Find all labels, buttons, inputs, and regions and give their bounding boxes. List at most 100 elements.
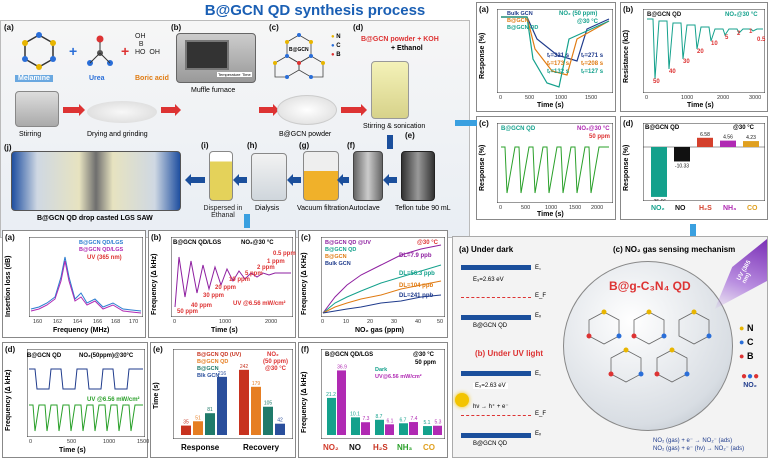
chart-bot-c-label: (c) <box>301 233 311 242</box>
band-ev-dark: Eᵥ <box>535 313 541 319</box>
band-ec-uv: E꜀ <box>535 371 542 377</box>
chart-bot-a-xtick-1: 162 <box>53 319 63 325</box>
vacuum-label: Vacuum filtration <box>297 205 349 212</box>
chart-bot-a-xtick-5: 170 <box>129 319 139 325</box>
legend-b: B <box>336 52 341 58</box>
chart-a-ylabel: Response (%) <box>479 32 486 79</box>
legend-n: N <box>336 34 341 40</box>
chart-bot-b-ppm-6: 2 ppm <box>257 265 275 271</box>
chart-bot-f-legend-1: UV@6.56 mW/cm² <box>375 374 422 380</box>
urea-structure <box>87 35 113 66</box>
time-value: 51 <box>195 415 201 421</box>
chart-bot-f-gas-1: NO <box>349 443 361 452</box>
chart-bot-c-ylabel: Frequency (Δ KHz) <box>301 252 308 315</box>
series-bulk <box>322 294 442 314</box>
qd-sphere <box>563 261 733 431</box>
chart-bot-b-ppm-2: 30 ppm <box>203 293 225 299</box>
time-value: 179 <box>252 381 261 387</box>
chart-bot-c-dl-3: DL=241 ppb <box>399 293 434 299</box>
chart-b-ppm-3: 20 <box>697 49 704 55</box>
series-freq-time <box>174 256 291 308</box>
ethanol-label: + Ethanol <box>391 45 423 52</box>
selectivity-value: 6.58 <box>700 132 710 138</box>
boric-acid-label: Boric acid <box>135 75 169 82</box>
step-f-label: (f) <box>347 141 355 150</box>
chart-bot-a-xtick-4: 168 <box>111 319 121 325</box>
chart-a-xtick-1: 500 <box>525 95 535 101</box>
band-eg-uv: E₉=2.63 eV <box>473 383 508 389</box>
equation-1: NO₂ (gas) + e⁻ → NO₂⁻ (ads) <box>653 438 733 444</box>
arrow-4 <box>341 104 367 116</box>
chart-d-gas-1: NO <box>675 205 686 212</box>
chart-c-note: NO₂@30 °C <box>577 126 610 132</box>
arrow-charts-to-mech <box>690 224 696 238</box>
chart-a-label: (a) <box>479 5 489 14</box>
chart-bot-c-xtick-2: 10 <box>343 319 350 325</box>
band-vb-uv <box>461 433 531 438</box>
uv-value: 7.4 <box>411 416 418 422</box>
chart-bot-c-dl-1: DL=56.3 ppb <box>399 271 435 277</box>
band-ec-dark: E꜀ <box>535 265 542 271</box>
chart-b-xlabel: Time (s) <box>687 102 714 109</box>
series-resistance <box>647 18 763 80</box>
dark-value: 10.1 <box>350 411 360 417</box>
time-value: 35 <box>183 420 189 426</box>
uv-value: 5.3 <box>435 420 442 426</box>
series-cycles <box>501 146 609 194</box>
material-label: B@g-C₃N₄ QD <box>609 279 691 293</box>
series-uv-repeat <box>29 404 143 432</box>
time-bar <box>239 369 249 435</box>
chart-a-t5: tᵣ=127 s <box>581 69 604 75</box>
chart-bot-d-xtick-2: 500 <box>67 439 77 445</box>
chart-a-plot <box>497 9 613 93</box>
legend-c: C <box>336 43 341 49</box>
arrow-2 <box>161 104 181 116</box>
time-bar <box>263 406 273 435</box>
chart-bot-d-uv: UV @6.56 mW/cm² <box>87 397 140 403</box>
chart-bot-d-xlabel: Time (s) <box>59 447 86 454</box>
chart-a-note1: NO₂ (50 ppm) <box>559 11 598 17</box>
band-dark-label: (a) Under dark <box>459 245 514 254</box>
chart-c-ylabel: Response (%) <box>479 144 486 191</box>
chart-bot-c-xtick-4: 20 <box>367 319 374 325</box>
chart-bot-e-cat-1: Recovery <box>243 443 280 452</box>
muffle-furnace-label: Muffle furnace <box>191 87 236 94</box>
step-c-label: (c) <box>269 23 279 32</box>
chart-a-t3: tᵣ=208 s <box>581 61 604 67</box>
band-ev-uv: Eᵥ <box>535 431 541 437</box>
band-ef-dark-line <box>461 297 531 298</box>
chart-bot-b-uv: UV @6.56 mW/cm² <box>233 301 286 307</box>
chart-bot-d-xtick-0: 0 <box>29 439 33 445</box>
chart-a-response: (a) Bulk GCN B@GCN B@GCN QD NO₂ (50 ppm)… <box>476 2 616 112</box>
uv-bar <box>361 422 370 435</box>
teflon-tube <box>401 151 435 201</box>
chart-bot-f-label: (f) <box>301 345 309 354</box>
arrow-7 <box>287 174 301 186</box>
selectivity-value: -10.33 <box>675 163 689 169</box>
stirring-beaker <box>15 91 59 127</box>
chart-b-note: NO₂@30 °C <box>725 12 758 18</box>
chart-a-t1: tᵣ=271 s <box>581 53 604 59</box>
uv-value: 36.9 <box>337 364 347 370</box>
chart-c-cycles: (c) B@GCN QD NO₂@30 °C 50 ppm Response (… <box>476 116 616 220</box>
chart-bot-d-label: (d) <box>5 345 16 354</box>
selectivity-value: 4.23 <box>746 135 756 141</box>
chart-bot-a: (a) B@GCN QD/LGS B@GCN QD/LGS UV (365 nm… <box>2 230 146 338</box>
chart-bot-b-xtick-0: 0 <box>173 319 177 325</box>
time-bar <box>217 376 227 435</box>
plus-sign-2: + <box>121 43 130 59</box>
dark-bar <box>399 423 408 435</box>
series-bgcn-qd <box>501 16 610 88</box>
chart-bot-d-xtick-6: 1500 <box>137 439 150 445</box>
chart-c-plot <box>497 123 613 203</box>
band-uv-label: (b) Under UV light <box>475 349 543 358</box>
mech-legend: ● N ● C ● B <box>739 323 754 361</box>
chart-bot-e-note-2: @30 °C <box>265 366 286 372</box>
band-qd-dark: B@GCN QD <box>473 323 508 329</box>
saw-device <box>11 151 181 211</box>
chart-c-name: B@GCN QD <box>501 126 536 132</box>
furnace-time-label: Time <box>241 72 252 77</box>
dark-bar <box>375 419 384 435</box>
chart-bot-b-ylabel: Frequency (Δ kHz) <box>151 253 158 315</box>
vacuum-flask <box>303 151 339 201</box>
